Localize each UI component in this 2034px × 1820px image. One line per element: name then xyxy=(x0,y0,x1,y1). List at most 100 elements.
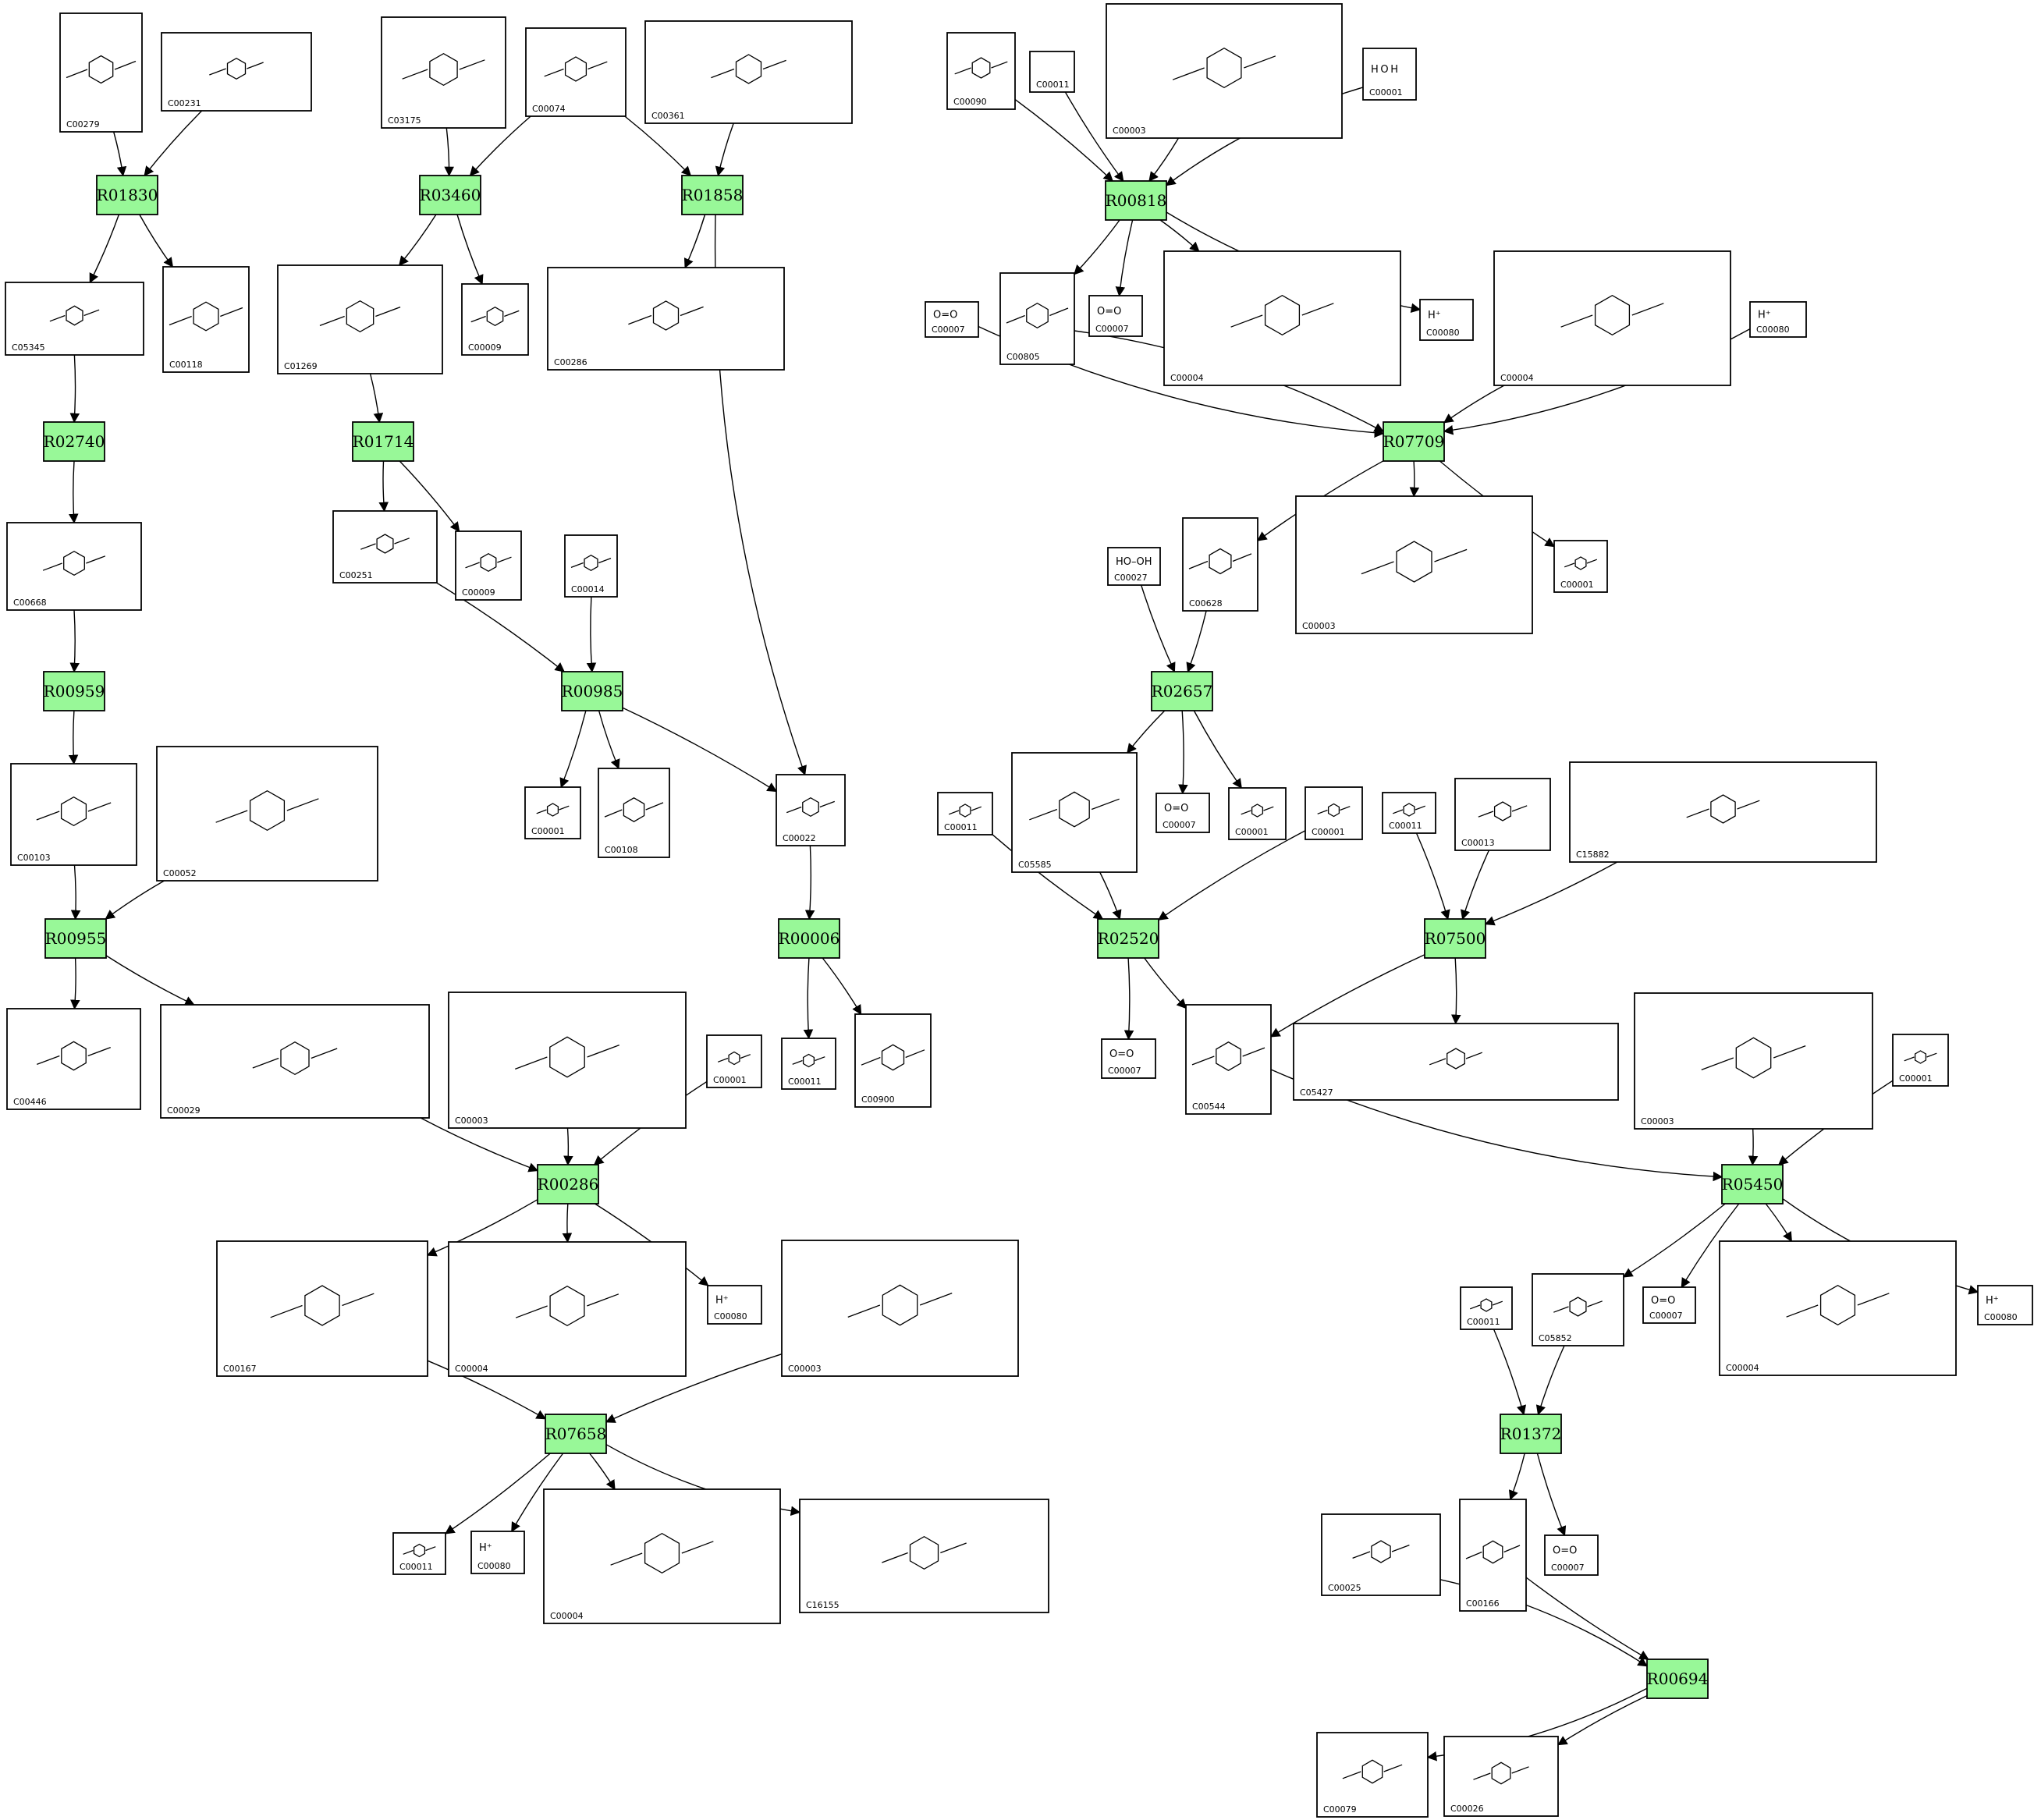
compound-node-c00009_b[interactable]: C00009 xyxy=(455,530,522,601)
compound-node-c00001_g[interactable]: C00001 xyxy=(1892,1034,1949,1087)
compound-label: C01269 xyxy=(284,361,318,371)
compound-node-c01269[interactable]: C01269 xyxy=(277,264,443,374)
compound-node-c00009_a[interactable]: C00009 xyxy=(461,283,529,356)
compound-node-c00029[interactable]: C00029 xyxy=(160,1004,430,1119)
molecule-structure-icon xyxy=(252,1041,338,1076)
reaction-node-r00959[interactable]: R00959 xyxy=(43,671,105,711)
compound-node-c05345[interactable]: C05345 xyxy=(5,282,144,356)
compound-node-c00003_c[interactable]: C00003 xyxy=(448,992,687,1129)
reaction-node-r00694[interactable]: R00694 xyxy=(1646,1659,1709,1699)
compound-node-c00900[interactable]: C00900 xyxy=(854,1013,932,1108)
reaction-node-r07709[interactable]: R07709 xyxy=(1383,421,1445,462)
reaction-node-r00286[interactable]: R00286 xyxy=(537,1164,599,1204)
compound-node-c00026[interactable]: C00026 xyxy=(1443,1736,1559,1817)
compound-node-c00001_e[interactable]: C00001 xyxy=(1305,786,1363,840)
compound-node-c00011_d[interactable]: C00011 xyxy=(781,1038,836,1090)
compound-node-c00014[interactable]: C00014 xyxy=(564,534,618,598)
compound-node-c00001_b[interactable]: C00001 xyxy=(1553,540,1608,593)
reaction-edge xyxy=(420,1117,539,1173)
compound-node-c00004_d[interactable]: C00004 xyxy=(1719,1240,1957,1376)
compound-node-c00166[interactable]: C00166 xyxy=(1459,1499,1527,1612)
reaction-node-r07500[interactable]: R07500 xyxy=(1424,918,1486,959)
compound-node-c00004_c[interactable]: C00004 xyxy=(448,1241,687,1377)
compound-node-c00003_e[interactable]: C00003 xyxy=(781,1240,1019,1377)
reaction-node-r00006[interactable]: R00006 xyxy=(778,918,840,959)
reaction-node-r03460[interactable]: R03460 xyxy=(419,175,481,215)
reaction-node-r07658[interactable]: R07658 xyxy=(545,1414,607,1454)
compound-node-c00003_a[interactable]: C00003 xyxy=(1106,3,1343,139)
compound-node-c00074[interactable]: C00074 xyxy=(525,27,627,117)
reaction-node-r01372[interactable]: R01372 xyxy=(1500,1414,1562,1454)
compound-node-c00001_f[interactable]: C00001 xyxy=(706,1034,762,1088)
compound-node-c00628[interactable]: C00628 xyxy=(1182,517,1258,612)
reaction-node-r05450[interactable]: R05450 xyxy=(1721,1164,1784,1204)
compound-node-c00446[interactable]: C00446 xyxy=(6,1008,141,1110)
reaction-node-r00818[interactable]: R00818 xyxy=(1105,180,1167,221)
compound-node-c00231[interactable]: C00231 xyxy=(161,32,312,112)
compound-node-c05427[interactable]: C05427 xyxy=(1293,1023,1619,1101)
compound-node-c00001_d[interactable]: C00001 xyxy=(1228,787,1287,840)
compound-node-c00286[interactable]: C00286 xyxy=(547,267,785,371)
compound-node-c00080_e[interactable]: H⁺C00080 xyxy=(470,1531,525,1574)
compound-node-c00279[interactable]: C00279 xyxy=(59,12,143,133)
compound-node-c00011_b[interactable]: C00011 xyxy=(937,792,993,835)
molecule-structure-icon xyxy=(1473,1761,1529,1785)
compound-node-c05585[interactable]: C05585 xyxy=(1011,752,1138,873)
compound-node-c00251[interactable]: C00251 xyxy=(332,510,438,584)
reaction-edge xyxy=(105,955,195,1006)
compound-node-c00118[interactable]: C00118 xyxy=(162,266,250,373)
compound-node-c15882[interactable]: C15882 xyxy=(1569,761,1877,863)
compound-node-c00011_f[interactable]: C00011 xyxy=(392,1532,446,1575)
compound-node-c00361[interactable]: C00361 xyxy=(644,20,853,124)
compound-node-c00025[interactable]: C00025 xyxy=(1321,1513,1441,1596)
reaction-node-r01714[interactable]: R01714 xyxy=(352,421,414,462)
compound-node-c00011_a[interactable]: C00011 xyxy=(1029,51,1075,93)
compound-node-c05852[interactable]: C05852 xyxy=(1532,1273,1624,1346)
compound-node-c16155[interactable]: C16155 xyxy=(799,1499,1049,1613)
compound-label: C00001 xyxy=(1369,87,1403,98)
compound-node-c00004_b[interactable]: C00004 xyxy=(1493,250,1731,386)
compound-label: C05585 xyxy=(1018,860,1052,870)
compound-node-c03175[interactable]: C03175 xyxy=(381,16,506,129)
reaction-node-r02520[interactable]: R02520 xyxy=(1097,918,1159,959)
reaction-node-r00955[interactable]: R00955 xyxy=(44,918,107,959)
compound-node-c00108[interactable]: C00108 xyxy=(598,768,670,858)
reaction-node-r02657[interactable]: R02657 xyxy=(1151,671,1213,711)
compound-node-c00052[interactable]: C00052 xyxy=(156,746,378,882)
reaction-node-r00985[interactable]: R00985 xyxy=(561,671,623,711)
reaction-node-r02740[interactable]: R02740 xyxy=(43,421,105,462)
compound-node-c00003_b[interactable]: C00003 xyxy=(1295,495,1533,634)
compound-node-c00090[interactable]: C00090 xyxy=(946,32,1016,110)
compound-node-c00544[interactable]: C00544 xyxy=(1185,1004,1272,1115)
reaction-edge xyxy=(105,880,165,920)
compound-node-c00805[interactable]: C00805 xyxy=(999,272,1075,365)
compound-node-c00022[interactable]: C00022 xyxy=(776,774,846,846)
compound-node-c00013[interactable]: C00013 xyxy=(1454,778,1551,851)
compound-node-c00003_d[interactable]: C00003 xyxy=(1634,992,1873,1130)
compound-node-c00004_a[interactable]: C00004 xyxy=(1163,250,1401,386)
compound-node-c00079[interactable]: C00079 xyxy=(1316,1732,1429,1818)
reaction-node-r01830[interactable]: R01830 xyxy=(96,175,158,215)
compound-node-c00080_a[interactable]: H⁺C00080 xyxy=(1419,299,1474,341)
reaction-node-r01858[interactable]: R01858 xyxy=(681,175,744,215)
compound-node-c00004_e[interactable]: C00004 xyxy=(543,1488,781,1624)
compound-box xyxy=(543,1488,781,1624)
compound-node-c00080_d[interactable]: H⁺C00080 xyxy=(1977,1285,2033,1325)
compound-node-c00080_b[interactable]: H⁺C00080 xyxy=(1749,301,1807,338)
compound-node-c00001_c[interactable]: C00001 xyxy=(524,786,581,839)
compound-node-c00103[interactable]: C00103 xyxy=(10,763,137,866)
compound-node-c00668[interactable]: C00668 xyxy=(6,522,142,611)
reaction-label: R07500 xyxy=(1425,929,1486,948)
compound-node-c00167[interactable]: C00167 xyxy=(216,1240,428,1377)
compound-node-c00011_c[interactable]: C00011 xyxy=(1382,792,1436,834)
compound-node-c00080_c[interactable]: H⁺C00080 xyxy=(707,1285,762,1325)
compound-node-c00011_e[interactable]: C00011 xyxy=(1460,1286,1513,1330)
